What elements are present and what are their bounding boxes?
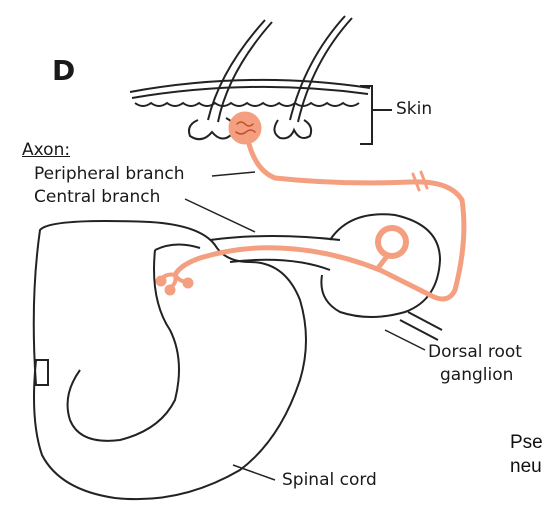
peripheral-branch-label: Peripheral branch <box>34 164 185 184</box>
leader-peripheral <box>211 171 256 177</box>
skin-surface-line <box>129 78 371 93</box>
skin-dermis-edge <box>134 101 360 107</box>
central-branch <box>172 245 383 278</box>
terminal-bouton <box>182 277 194 289</box>
terminal-bouton <box>164 284 176 296</box>
grey-matter-outline <box>154 243 201 251</box>
ventral-root <box>399 319 439 341</box>
skin-bracket <box>360 85 392 145</box>
skin-section <box>129 15 392 145</box>
peripheral-branch <box>245 137 467 302</box>
pseudounipolar-neuron <box>155 111 467 302</box>
hair-follicle <box>273 119 313 140</box>
ganglion-outline <box>320 213 442 318</box>
leader-central <box>184 198 256 233</box>
cell-body <box>375 225 409 259</box>
caption-line2: neu <box>510 456 542 477</box>
axon-label: Axon: <box>22 140 71 160</box>
skin-surface-line <box>131 85 369 99</box>
spinal-cord <box>32 220 443 501</box>
central-branch-label: Central branch <box>34 187 161 207</box>
skin-label: Skin <box>396 99 433 119</box>
dorsal-root-ganglion-label-line1: Dorsal root <box>428 342 522 362</box>
hair-shaft <box>217 21 273 123</box>
dorsal-root-ganglion-label-line2: ganglion <box>440 365 514 385</box>
spinal-cord-outline <box>32 220 307 501</box>
spinal-cord-label: Spinal cord <box>282 470 377 490</box>
axon-break-mark <box>411 170 429 192</box>
hair-shaft <box>289 15 346 121</box>
caption-line1: Pse <box>510 432 543 453</box>
hair-follicle <box>188 117 235 141</box>
leader-ganglion <box>384 329 426 351</box>
hair-shaft <box>297 17 353 123</box>
dorsal-root-ganglion <box>320 213 442 318</box>
dorsal-root <box>209 235 341 241</box>
terminal-bouton <box>155 275 167 287</box>
leader-spinal-cord <box>232 464 276 481</box>
dorsal-root <box>229 258 331 271</box>
leader-lines <box>184 171 426 481</box>
hair-shaft <box>207 19 266 121</box>
receptor-texture <box>235 121 256 135</box>
ventral-root <box>407 311 443 331</box>
receptor-ending <box>228 111 262 145</box>
grey-matter-outline <box>66 249 180 442</box>
panel-letter: D <box>52 54 76 87</box>
